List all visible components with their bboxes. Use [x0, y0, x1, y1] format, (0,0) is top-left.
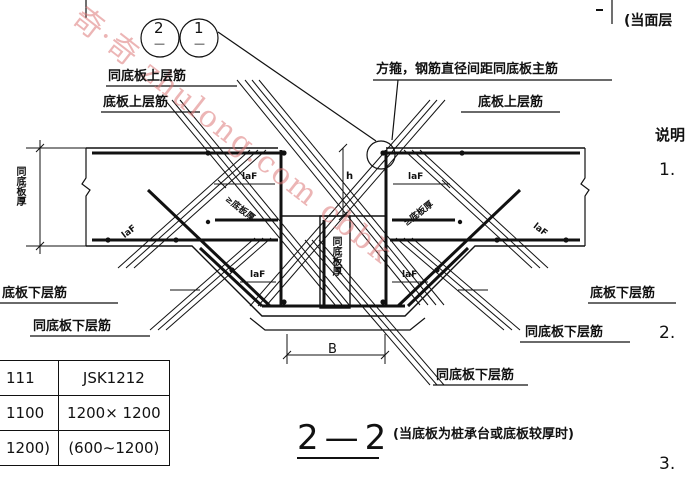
label-b: B	[328, 342, 337, 357]
rebar-diagonal-left	[146, 188, 272, 308]
label-h: h	[346, 171, 354, 182]
detail-circle	[366, 140, 396, 170]
callout-circle-1	[179, 18, 219, 58]
label-slab-thickness-mid: 同底板厚	[330, 236, 341, 276]
table-cell: 1200× 1200	[58, 395, 170, 431]
break-mark-left	[81, 148, 91, 246]
table-cell: JSK1212	[58, 360, 170, 396]
table-row: 1200) (600∼1200)	[0, 430, 170, 466]
label-same-bottom-right: 同底板下层筋	[525, 325, 604, 340]
spec-table: 111 JSK1212 1100 1200× 1200 1200) (600∼1…	[0, 360, 170, 466]
callout-1-top: 1	[194, 19, 204, 37]
note-1: 1.	[659, 160, 676, 180]
label-bottom-rebar-left: 底板下层筋	[2, 286, 68, 301]
callout-leader	[217, 31, 377, 142]
label-same-top-rebar: 同底板上层筋	[108, 69, 187, 84]
label-top-rebar-right: 底板上层筋	[478, 95, 544, 110]
table-cell: 1100	[0, 395, 60, 431]
callout-1-bottom: —	[194, 37, 205, 50]
rebar-dots	[105, 150, 569, 305]
leader-lines	[117, 79, 549, 386]
note-3: 3.	[659, 454, 676, 474]
table-cell: 1200)	[0, 430, 60, 466]
callout-2-bottom: —	[154, 37, 165, 50]
label-laf-top-left: laF	[242, 172, 258, 182]
label-laf-bottom-right: laF	[402, 270, 418, 280]
label-same-bottom-center: 同底板下层筋	[436, 368, 515, 383]
note-2: 2.	[659, 323, 676, 343]
label-slab-thickness: 同底板厚	[14, 166, 25, 206]
rebar-slope-left	[198, 246, 264, 308]
label-top-rebar-left: 底板上层筋	[103, 95, 169, 110]
label-same-bottom-left: 同底板下层筋	[33, 319, 112, 334]
notes-heading: 说明	[655, 126, 686, 144]
rebar-slope-right	[406, 246, 470, 308]
rebar-diagonal-right	[396, 188, 522, 308]
label-square-stirrup: 方箍，钢筋直径间距同底板主筋	[376, 62, 559, 77]
pit-bedding-line	[249, 317, 426, 331]
callout-circle-2	[140, 18, 180, 58]
dimension-lines	[26, 140, 488, 364]
break-mark-right	[580, 148, 590, 246]
header-note: (当面层	[624, 13, 673, 29]
label-bottom-rebar-right: 底板下层筋	[590, 286, 656, 301]
section-title-underline	[297, 457, 379, 459]
label-laf-bottom-left: laF	[250, 270, 266, 280]
section-title: 2—2	[297, 418, 393, 458]
slab-bottom-outline	[86, 245, 585, 317]
table-cell: 111	[0, 360, 60, 396]
section-caption: (当底板为桩承台或底板较厚时)	[393, 427, 574, 442]
label-leaders	[0, 79, 676, 386]
label-laf-top-right: laF	[408, 172, 424, 182]
callout-2-top: 2	[154, 19, 164, 37]
table-cell: (600∼1200)	[58, 430, 170, 466]
table-row: 1100 1200× 1200	[0, 395, 170, 431]
table-row: 111 JSK1212	[0, 360, 170, 396]
